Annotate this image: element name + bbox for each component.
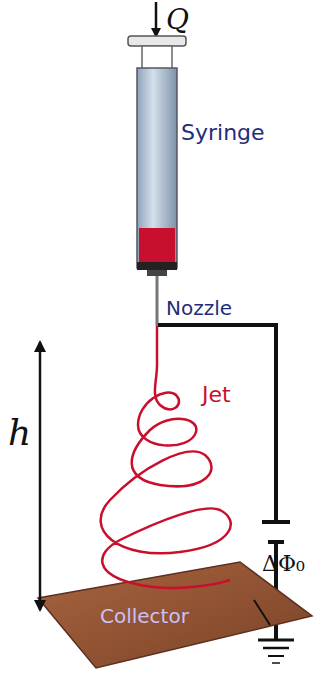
dimension-label: h [8, 415, 31, 451]
height-dimension [39, 342, 42, 610]
collector-plate [38, 562, 312, 668]
part-name: Nozzle [166, 298, 232, 318]
jet-path [101, 326, 231, 588]
part-name: Syringe [181, 122, 265, 144]
part-name: Jet [202, 384, 231, 406]
ground-lead [254, 600, 270, 625]
part-name: Collector [100, 606, 189, 626]
flow-arrow [155, 2, 158, 36]
syringe [128, 36, 186, 326]
flow-rate-label: Q [166, 6, 189, 34]
voltage-label: ΔΦ₀ [262, 553, 305, 575]
